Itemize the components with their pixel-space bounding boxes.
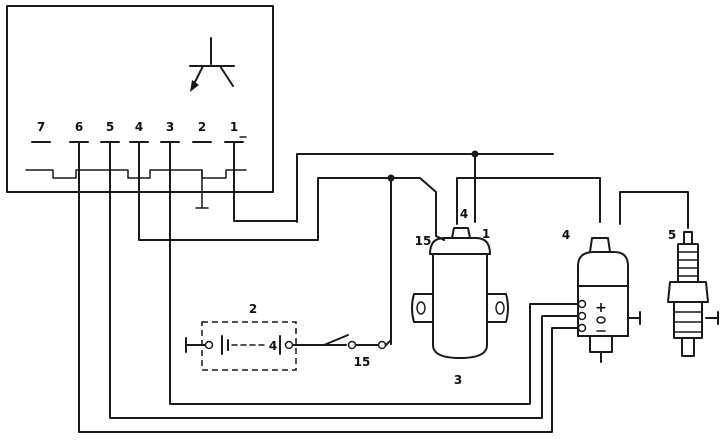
spark-plug-number: 5 [668,228,676,242]
switch-blade[interactable] [323,334,349,346]
battery-terminal-label: 4 [269,339,277,353]
distributor-minus-terminal [596,316,606,324]
distributor-cap [589,237,611,253]
wire-terminal-4 [138,141,319,241]
spark-plug-terminal [683,231,693,245]
wire-ht-spark [619,191,689,229]
terminal-label-7: 7 [37,120,45,134]
terminal-label-5: 5 [106,120,114,134]
terminal-label-3: 3 [166,120,174,134]
battery: 2 4 [185,302,319,371]
terminal-label-2: 2 [198,120,206,134]
distributor: 4 + [562,228,641,363]
ignition-coil: 15 4 1 3 [411,207,509,387]
wire-coil-to-distributor [456,177,601,225]
wire-terminal-1 [233,141,298,222]
spark-plug: 5 [667,228,719,357]
wire-second-bus [317,177,421,223]
distributor-shaft [589,335,613,353]
module-terminals: 7 6 5 4 3 2 1 [31,120,247,143]
battery-outline [201,321,297,371]
wire-terminal-5 [109,141,579,419]
ignition-switch[interactable]: 15 [317,334,392,369]
transistor-symbol-icon [189,37,235,92]
wire-terminal-6 [78,141,579,433]
coil-bracket [411,293,434,323]
spark-plug-electrode [681,337,695,357]
wire-top-bus [296,153,554,223]
coil-terminal-4-label: 4 [460,207,468,221]
module-circuit-trace [25,169,247,179]
coil-number: 3 [454,373,462,387]
distributor-number: 4 [562,228,570,242]
coil-terminal-15-label: 15 [415,234,432,248]
wiring [78,141,689,433]
wire-terminal-3 [169,141,579,405]
coil-tower [451,227,471,239]
spark-plug-hex [667,281,709,303]
battery-number: 2 [249,302,257,316]
terminal-label-4: 4 [135,120,143,134]
coil-terminal-1-label: 1 [482,227,490,241]
terminal-label-1: 1 [230,120,238,134]
terminal-label-6: 6 [75,120,83,134]
distributor-plus-label: + [595,300,607,316]
switch-terminal-label: 15 [354,355,371,369]
